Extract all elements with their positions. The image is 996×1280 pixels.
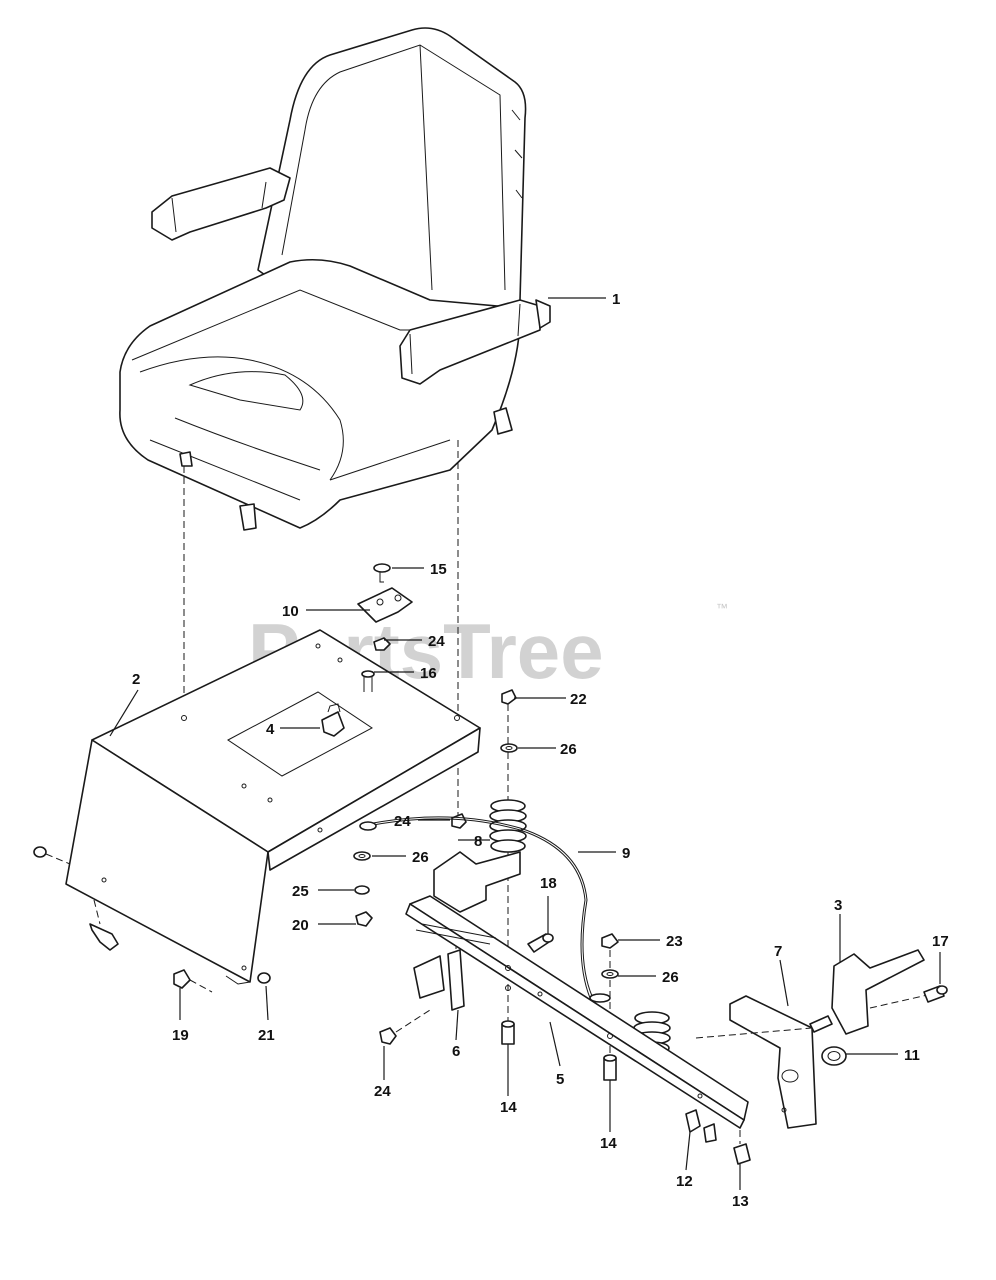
washer-26-right[interactable] bbox=[601, 969, 619, 979]
washer-25[interactable] bbox=[354, 885, 370, 895]
clip-12[interactable] bbox=[685, 1109, 717, 1143]
callout-14-left: 14 bbox=[500, 1099, 517, 1116]
bolt-14-left[interactable] bbox=[501, 1020, 515, 1045]
clip-13[interactable] bbox=[733, 1130, 751, 1165]
mount-bracket-7[interactable] bbox=[729, 995, 817, 1129]
nut-20[interactable] bbox=[355, 911, 373, 927]
callout-15: 15 bbox=[430, 561, 447, 578]
seat-assembly[interactable] bbox=[119, 27, 551, 531]
callout-19: 19 bbox=[172, 1027, 189, 1044]
bolt-14-right[interactable] bbox=[603, 1054, 617, 1081]
hinge-bracket[interactable] bbox=[357, 587, 413, 623]
fastener-21[interactable] bbox=[257, 972, 271, 984]
left-bushing[interactable] bbox=[33, 846, 71, 865]
callout-26-left: 26 bbox=[412, 849, 429, 866]
callout-12: 12 bbox=[676, 1173, 693, 1190]
callout-1: 1 bbox=[612, 291, 620, 308]
suspension-spring-upper[interactable] bbox=[489, 799, 527, 853]
release-cable[interactable] bbox=[359, 816, 611, 1003]
callout-14-right: 14 bbox=[600, 1135, 617, 1152]
bolt-17[interactable] bbox=[923, 985, 948, 1003]
callout-2: 2 bbox=[132, 671, 140, 688]
callout-26-right: 26 bbox=[662, 969, 679, 986]
callout-17: 17 bbox=[932, 933, 949, 950]
callout-5: 5 bbox=[556, 1071, 564, 1088]
callout-21: 21 bbox=[258, 1027, 275, 1044]
callout-20: 20 bbox=[292, 917, 309, 934]
nut-24-pan[interactable] bbox=[451, 813, 467, 829]
nut-24-lower[interactable] bbox=[379, 1009, 431, 1045]
bolt-18[interactable] bbox=[527, 933, 554, 953]
bolt-top[interactable] bbox=[361, 670, 375, 692]
nut-23[interactable] bbox=[601, 933, 619, 949]
leader-lines bbox=[109, 297, 941, 1190]
callout-9: 9 bbox=[622, 845, 630, 862]
bolt-22[interactable] bbox=[501, 689, 517, 705]
callout-25: 25 bbox=[292, 883, 309, 900]
callout-22: 22 bbox=[570, 691, 587, 708]
callout-labels: 1 2 3 4 5 6 7 8 9 10 11 12 13 14 14 15 1… bbox=[132, 291, 949, 1210]
grommet-11[interactable] bbox=[821, 1046, 847, 1066]
callout-7: 7 bbox=[774, 943, 782, 960]
callout-11: 11 bbox=[904, 1047, 920, 1064]
seat-latch[interactable] bbox=[321, 703, 345, 737]
callout-26-top: 26 bbox=[560, 741, 577, 758]
callout-8: 8 bbox=[474, 833, 482, 850]
callout-16: 16 bbox=[420, 665, 437, 682]
callout-10: 10 bbox=[282, 603, 299, 620]
callout-24-lower: 24 bbox=[374, 1083, 391, 1100]
callout-18: 18 bbox=[540, 875, 557, 892]
callout-3: 3 bbox=[834, 897, 842, 914]
callout-13: 13 bbox=[732, 1193, 749, 1210]
callout-24-pan: 24 bbox=[394, 813, 411, 830]
spacer-pin[interactable] bbox=[695, 1015, 833, 1039]
seat-pan[interactable] bbox=[65, 629, 481, 985]
side-plate-3[interactable] bbox=[831, 949, 933, 1035]
nut-top[interactable] bbox=[373, 637, 391, 651]
clevis-pin[interactable] bbox=[373, 563, 391, 583]
mount-bracket-6[interactable] bbox=[413, 851, 521, 1011]
callout-6: 6 bbox=[452, 1043, 460, 1060]
callout-23: 23 bbox=[666, 933, 683, 950]
callout-4: 4 bbox=[266, 721, 275, 738]
washer-26-top[interactable] bbox=[500, 743, 518, 753]
fastener-19[interactable] bbox=[173, 969, 213, 993]
left-bolt[interactable] bbox=[89, 899, 119, 951]
watermark-trademark: ™ bbox=[716, 601, 728, 615]
slide-rail[interactable] bbox=[405, 895, 749, 1129]
callout-24-top: 24 bbox=[428, 633, 445, 650]
washer-26-left[interactable] bbox=[353, 851, 371, 861]
